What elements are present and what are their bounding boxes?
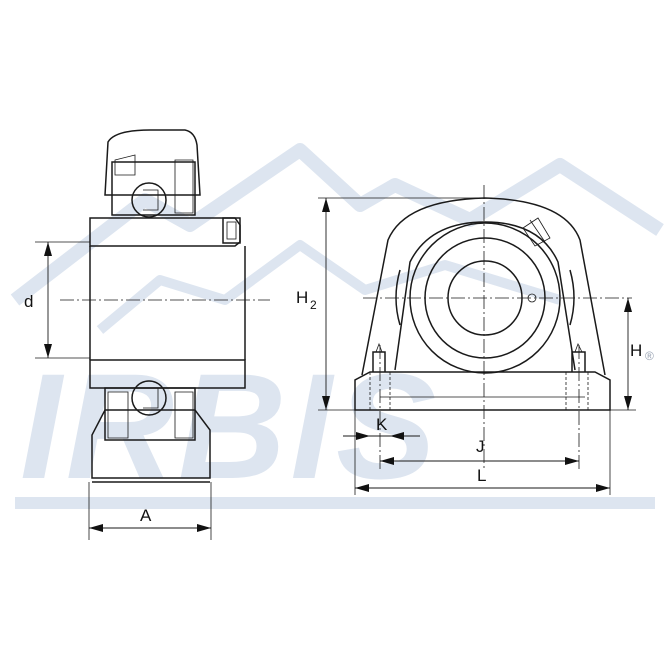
- label-J: J: [476, 437, 485, 456]
- section-view: [60, 129, 270, 483]
- dimension-J: J: [380, 437, 579, 465]
- label-L: L: [477, 466, 486, 485]
- label-H2-sub: 2: [310, 298, 317, 312]
- label-d: d: [24, 292, 33, 311]
- dimension-A: A: [88, 482, 212, 540]
- dimension-L: L: [354, 410, 611, 495]
- label-H: H: [630, 341, 642, 360]
- label-K: K: [376, 415, 388, 434]
- label-A: A: [140, 506, 152, 525]
- dimension-d: d: [24, 241, 90, 359]
- ball-upper: [131, 182, 167, 218]
- registered-mark: ®: [645, 349, 654, 363]
- front-view: [354, 185, 632, 470]
- ball-lower: [131, 380, 167, 416]
- dimension-H2: H 2: [296, 197, 485, 411]
- dimension-H: H: [610, 298, 642, 411]
- dimension-K: K: [343, 415, 420, 440]
- label-H2: H: [296, 288, 308, 307]
